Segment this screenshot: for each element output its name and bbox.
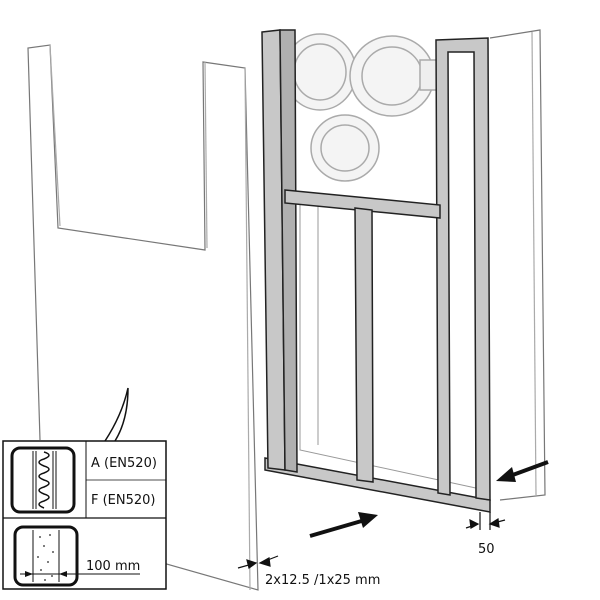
metal-stud-frame <box>261 29 491 513</box>
cross-rail <box>284 189 441 219</box>
board-thickness-label: 2x12.5 /1x25 mm <box>265 573 380 588</box>
right-gypsum-board <box>489 29 546 501</box>
solid-wall-icon <box>13 525 140 587</box>
duct-dampers <box>283 33 441 182</box>
arrow-left-icon <box>496 467 516 482</box>
rating-a-label: A (EN520) <box>91 456 157 471</box>
insulated-wall-icon <box>10 446 76 514</box>
middle-stud <box>354 207 374 483</box>
wall-thickness-label: 100 mm <box>86 559 140 574</box>
bottom-track <box>264 457 491 513</box>
callout-pointer <box>104 387 129 442</box>
right-stud <box>435 37 491 501</box>
dimension-marks <box>237 512 506 570</box>
wall-opening <box>299 200 486 491</box>
rating-f-label: F (EN520) <box>91 493 156 508</box>
insert-arrows <box>309 460 549 538</box>
left-gypsum-board <box>27 44 259 591</box>
stud-width-label: 50 <box>478 542 495 557</box>
arrow-right-icon <box>358 512 378 528</box>
wall-type-legend: A (EN520) F (EN520) 100 mm <box>2 440 167 590</box>
